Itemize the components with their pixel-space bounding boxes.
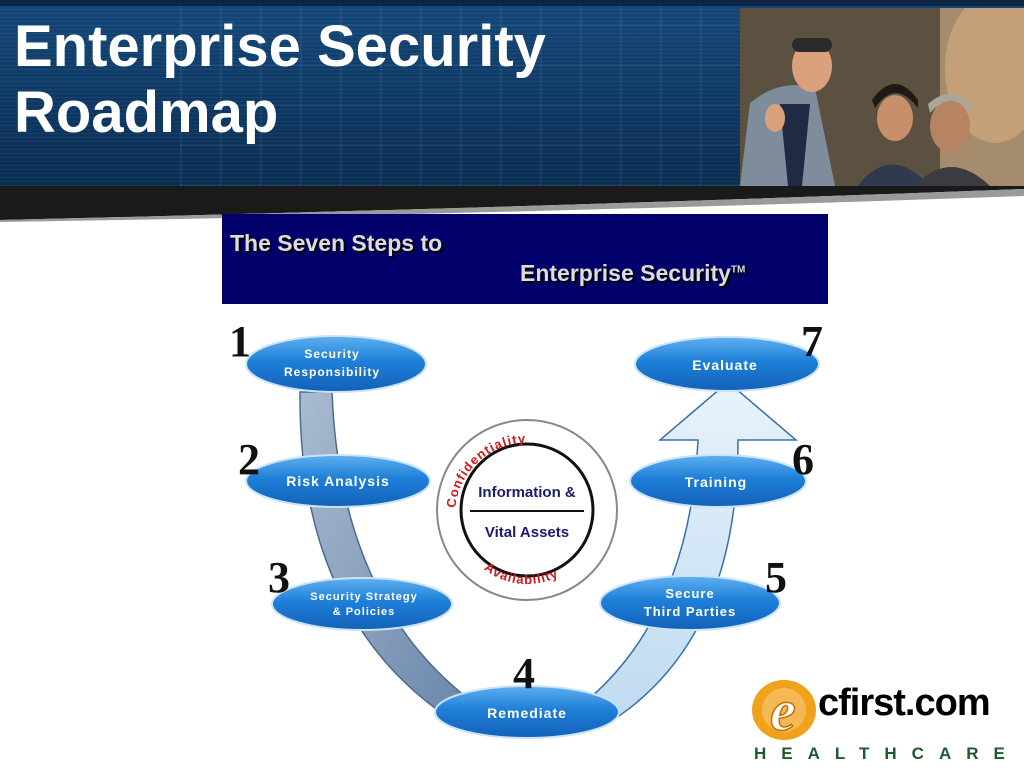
seven-steps-banner: The Seven Steps to Enterprise SecurityTM xyxy=(222,214,828,304)
slide-title-line2: Roadmap xyxy=(14,80,279,145)
step-1: Security Responsibility 1 xyxy=(229,317,427,393)
slide-title-line1: Enterprise Security xyxy=(14,14,546,79)
step-7-label: Evaluate xyxy=(692,357,758,373)
step-7: Evaluate 7 xyxy=(634,317,823,392)
step-5-number: 5 xyxy=(765,553,787,602)
step-4-label: Remediate xyxy=(487,705,567,721)
step-2: Risk Analysis 2 xyxy=(238,435,431,508)
header-grid-pattern xyxy=(180,0,740,186)
right-flow-arrow xyxy=(588,381,799,723)
cfirst-logo: e cfirst.com HEALTHCARE xyxy=(748,674,1024,768)
center-emblem: Confidentiality Availability Information… xyxy=(436,419,618,601)
step-6-label: Training xyxy=(685,474,747,490)
banner-line2: Enterprise Security xyxy=(520,260,731,286)
logo-e-badge: e xyxy=(752,677,816,744)
logo-domain: cfirst.com xyxy=(818,682,991,724)
step-2-number: 2 xyxy=(238,435,260,484)
step-4-number: 4 xyxy=(513,649,535,698)
slide-title: Enterprise Security Roadmap xyxy=(14,14,546,146)
step-5: Secure Third Parties 5 xyxy=(599,553,787,631)
step-1-label-line1: Security xyxy=(304,347,359,361)
logo-letter: e xyxy=(770,678,796,743)
header-top-edge xyxy=(0,0,1024,6)
step-2-label: Risk Analysis xyxy=(286,473,390,489)
banner-line2-wrap: Enterprise SecurityTM xyxy=(520,260,745,287)
step-1-number: 1 xyxy=(229,317,251,366)
step-7-number: 7 xyxy=(801,317,823,366)
step-3-label-line1: Security Strategy xyxy=(310,591,417,603)
step-3-number: 3 xyxy=(268,553,290,602)
step-1-label-line2: Responsibility xyxy=(284,365,380,379)
header-curve-band xyxy=(0,186,1024,222)
center-label-line1: Information & xyxy=(478,484,576,501)
slide-header: Enterprise Security Roadmap xyxy=(0,0,1024,186)
step-3-label-line2: & Policies xyxy=(333,606,396,618)
logo-subtitle: HEALTHCARE xyxy=(754,744,1020,763)
banner-line1: The Seven Steps to xyxy=(230,230,443,256)
step-5-label-line2: Third Parties xyxy=(644,604,736,619)
step-5-label-line1: Secure xyxy=(665,586,714,601)
step-6: Training 6 xyxy=(629,435,814,508)
center-label-line2: Vital Assets xyxy=(485,524,569,541)
left-flow-arm xyxy=(299,391,472,724)
step-3: Security Strategy & Policies 3 xyxy=(268,553,453,631)
step-6-number: 6 xyxy=(792,435,814,484)
photo-illustration xyxy=(740,8,1024,186)
trademark-mark: TM xyxy=(730,264,746,276)
step-4: Remediate 4 xyxy=(434,649,620,739)
business-team-photo xyxy=(740,8,1024,186)
